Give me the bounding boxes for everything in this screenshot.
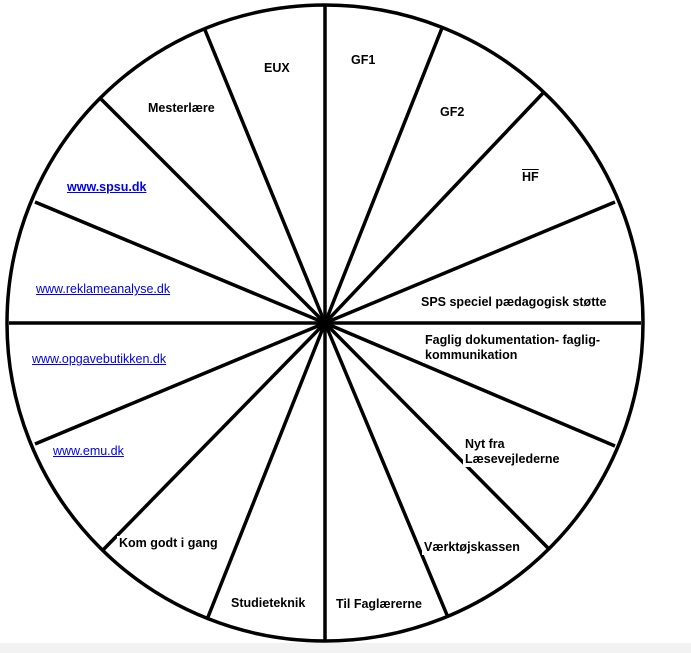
segment-label-gf2[interactable]: GF2 (438, 105, 467, 120)
segment-label-line: Nyt fra (465, 437, 505, 451)
bottom-strip (0, 643, 691, 653)
segment-label-line: Læsevejlederne (465, 452, 560, 466)
segment-label-hf[interactable]: HF (520, 170, 541, 185)
segment-label-studieteknik[interactable]: Studieteknik (229, 596, 308, 611)
segment-label-til-faglaererne[interactable]: Til Faglærerne (334, 597, 424, 612)
segment-label-eux[interactable]: EUX (262, 61, 292, 76)
spoke (324, 321, 616, 448)
spoke (324, 200, 616, 325)
segment-label-gf1[interactable]: GF1 (349, 53, 378, 68)
link-spsu[interactable]: www.spsu.dk (66, 180, 148, 195)
spoke (323, 90, 546, 325)
spoke (323, 27, 444, 324)
spoke (323, 321, 550, 550)
spoke (34, 321, 326, 446)
link-opgavebutikken[interactable]: www.opgavebutikken.dk (31, 352, 168, 367)
segment-label-line: kommunikation (425, 348, 518, 362)
spoke (323, 322, 449, 616)
spoke (34, 200, 326, 325)
hub (319, 317, 331, 329)
segment-label-nyt-fra-laesevejlederne[interactable]: Nyt fra Læsevejlederne (463, 437, 577, 467)
segment-label-faglig-dokumentation[interactable]: Faglig dokumentation- faglig- kommunikat… (423, 333, 627, 363)
link-emu[interactable]: www.emu.dk (52, 444, 125, 459)
segment-label-vaerktoejskassen[interactable]: Værktøjskassen (422, 540, 522, 555)
spoke (98, 96, 327, 325)
spoke (206, 322, 327, 618)
spoke (101, 321, 327, 552)
link-reklameanalyse[interactable]: www.reklameanalyse.dk (35, 282, 172, 297)
spoke (203, 29, 327, 324)
segment-label-kom-godt-i-gang[interactable]: Kom godt i gang (117, 536, 220, 551)
segment-label-line: Faglig dokumentation- faglig- (425, 333, 600, 347)
segment-label-mesterlaere[interactable]: Mesterlære (146, 101, 217, 116)
segment-label-sps[interactable]: SPS speciel pædagogisk støtte (419, 295, 609, 310)
